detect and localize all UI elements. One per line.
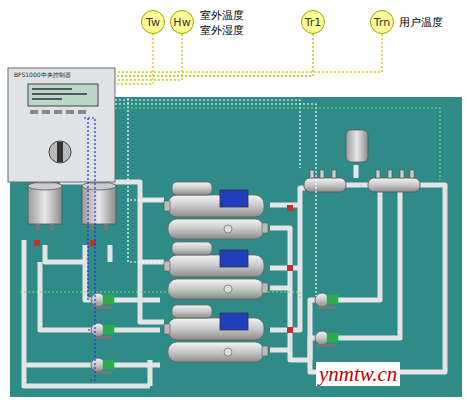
sensor-circle: Tr1	[301, 10, 325, 34]
signal-wire	[115, 34, 313, 76]
control-panel: BFS1000中央控制器	[8, 68, 115, 182]
sensor-label: Tr1	[305, 16, 322, 29]
sensor-label: Trn	[374, 16, 390, 29]
signal-wire	[115, 34, 382, 72]
sensor-label: Tw	[146, 16, 160, 29]
sensor-caption: 室外温度	[200, 9, 244, 22]
sensor-circle: Tw	[141, 10, 165, 34]
sensor-label: Hw	[173, 16, 190, 29]
panel-title: BFS1000中央控制器	[14, 71, 71, 80]
signal-wire	[115, 34, 182, 80]
sensor-circle: Trn	[370, 10, 394, 34]
sensor-circle: Hw	[170, 10, 194, 34]
watermark: ynmtw.cn	[316, 362, 400, 386]
sensor-caption: 室外湿度	[200, 24, 244, 37]
sensor-caption: 用户温度	[399, 16, 443, 29]
